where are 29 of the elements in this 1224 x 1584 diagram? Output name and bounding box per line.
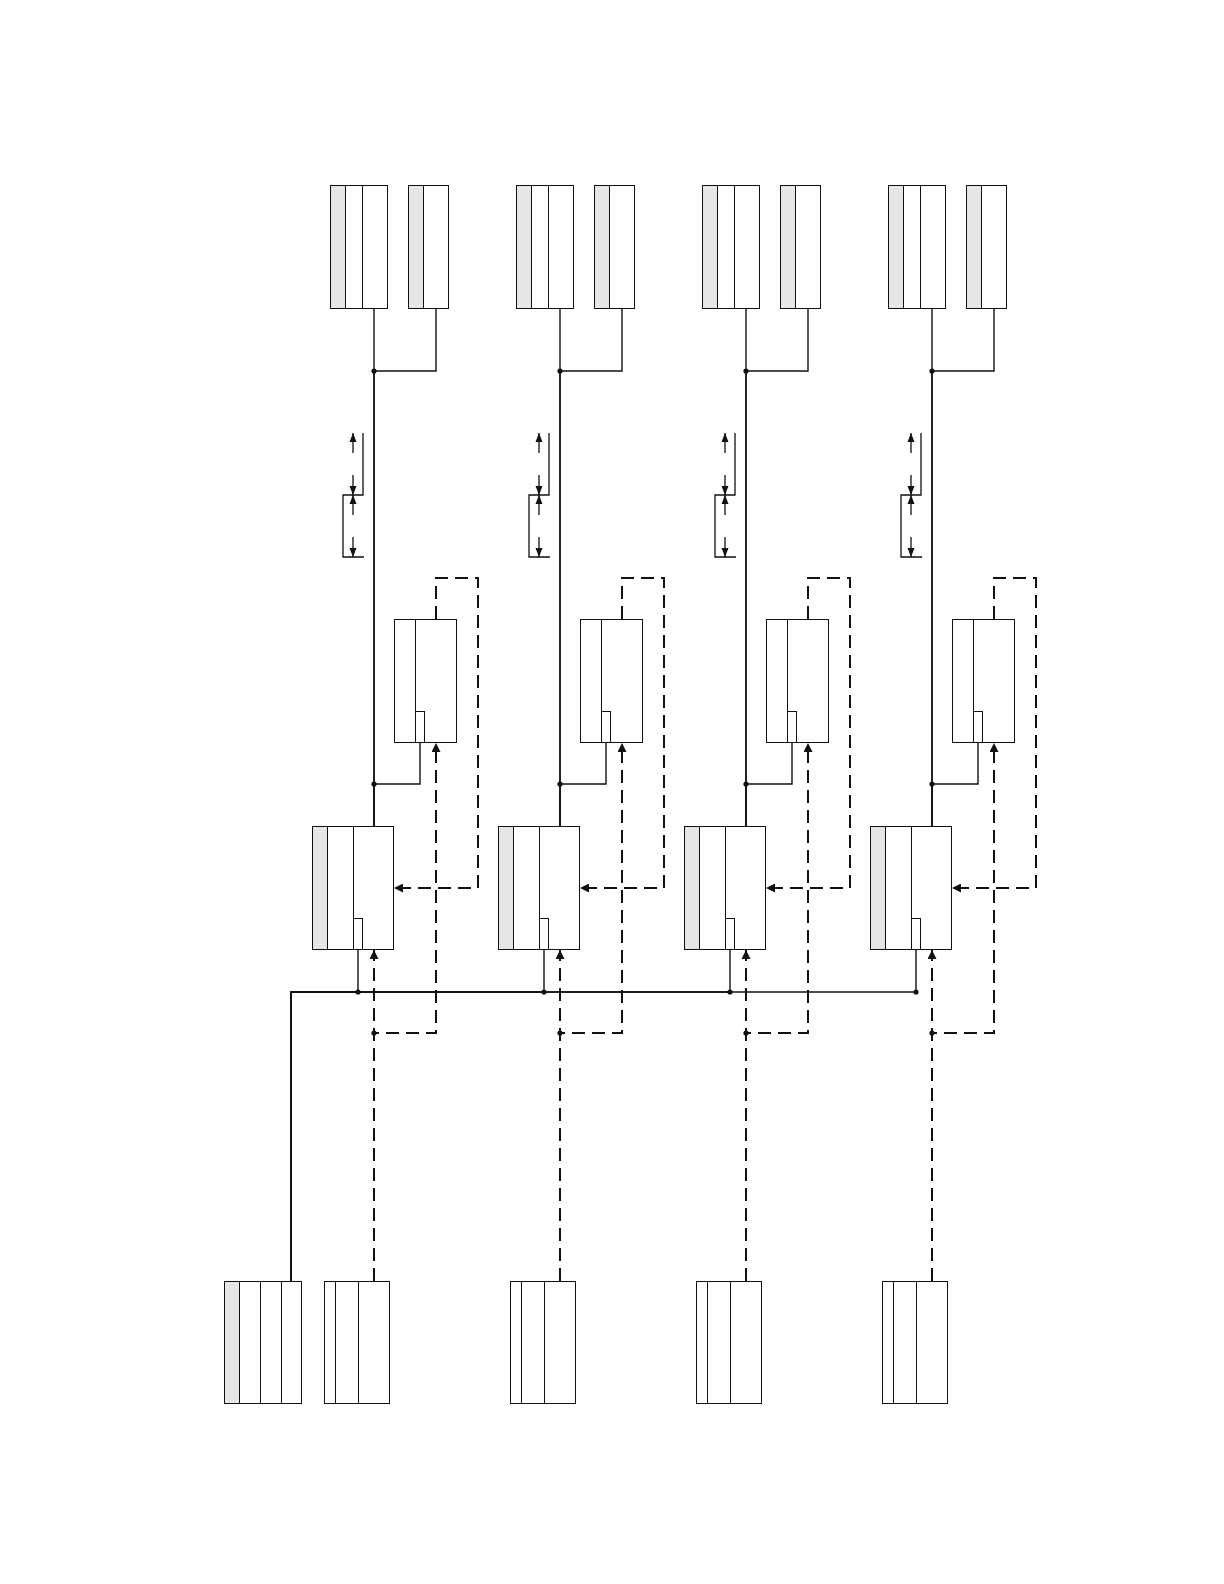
dashed-connector <box>765 577 851 893</box>
connector-line <box>373 742 421 827</box>
connector-line <box>745 742 793 827</box>
connector-line <box>931 742 979 827</box>
record-box <box>394 619 457 743</box>
record-box <box>702 185 760 309</box>
dashed-connector <box>579 577 665 893</box>
record-box <box>780 185 821 309</box>
record-box <box>510 1281 576 1404</box>
dashed-connector <box>951 577 1037 893</box>
record-box <box>324 1281 390 1404</box>
record-box <box>408 185 449 309</box>
record-box <box>312 826 394 950</box>
dashed-connector <box>393 577 479 893</box>
record-box <box>766 619 829 743</box>
record-box <box>516 185 574 309</box>
record-box <box>224 1281 302 1404</box>
record-box <box>594 185 635 309</box>
record-box <box>966 185 1007 309</box>
record-box <box>952 619 1015 743</box>
record-box <box>330 185 388 309</box>
record-box <box>498 826 580 950</box>
record-box <box>696 1281 762 1404</box>
record-box <box>870 826 952 950</box>
record-box <box>684 826 766 950</box>
record-box <box>888 185 946 309</box>
connector-line <box>559 742 607 827</box>
record-box <box>882 1281 948 1404</box>
record-box <box>580 619 643 743</box>
